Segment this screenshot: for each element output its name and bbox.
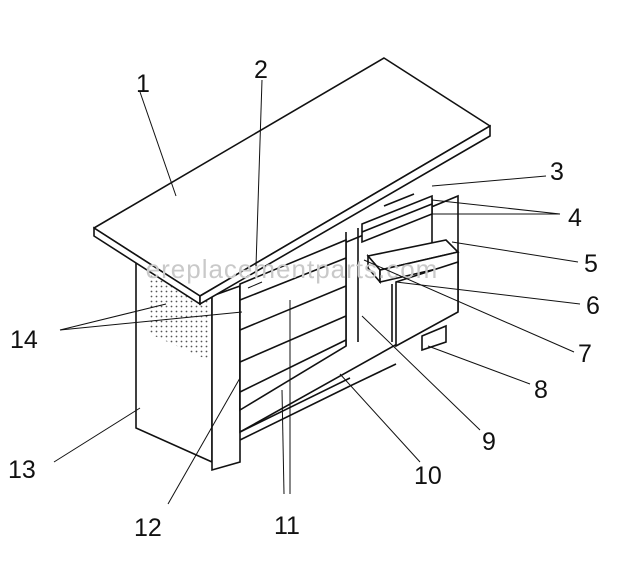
- leader-4a: [431, 199, 561, 215]
- leader-14a: [59, 303, 167, 331]
- leader-6: [395, 281, 581, 305]
- watermark: ereplacementparts.com: [146, 254, 439, 284]
- callout-8: 8: [534, 376, 548, 404]
- leader-2: [255, 79, 263, 267]
- left-side-cabinet: [135, 260, 241, 472]
- leader-8: [427, 345, 531, 385]
- callout-4: 4: [568, 204, 582, 232]
- callout-1: 1: [136, 70, 150, 98]
- leader-11a: [281, 389, 285, 495]
- right-compartment: [361, 193, 460, 352]
- leader-3: [431, 175, 547, 187]
- work-top: [93, 57, 491, 306]
- leader-14b: [59, 311, 243, 331]
- bottom-rail: [239, 363, 397, 441]
- callout-labels: 1 2 3 4 5 6 7 8 9 10 11 12 13 14: [8, 56, 600, 542]
- callout-12: 12: [134, 514, 162, 542]
- callout-3: 3: [550, 158, 564, 186]
- leader-1: [139, 91, 177, 197]
- callout-2: 2: [254, 56, 268, 84]
- callout-13: 13: [8, 456, 36, 484]
- leader-10: [339, 373, 421, 463]
- callout-9: 9: [482, 428, 496, 456]
- leader-5: [451, 241, 579, 263]
- leader-9: [361, 315, 481, 431]
- leader-7: [363, 259, 575, 353]
- callout-5: 5: [584, 250, 598, 278]
- leader-lines: [53, 79, 581, 505]
- callout-14: 14: [10, 326, 38, 354]
- callout-10: 10: [414, 462, 442, 490]
- leader-12: [167, 377, 241, 505]
- callout-7: 7: [578, 340, 592, 368]
- leader-13: [53, 407, 141, 463]
- left-drawer-stack: [239, 238, 347, 412]
- callout-6: 6: [586, 292, 600, 320]
- callout-11: 11: [274, 512, 300, 540]
